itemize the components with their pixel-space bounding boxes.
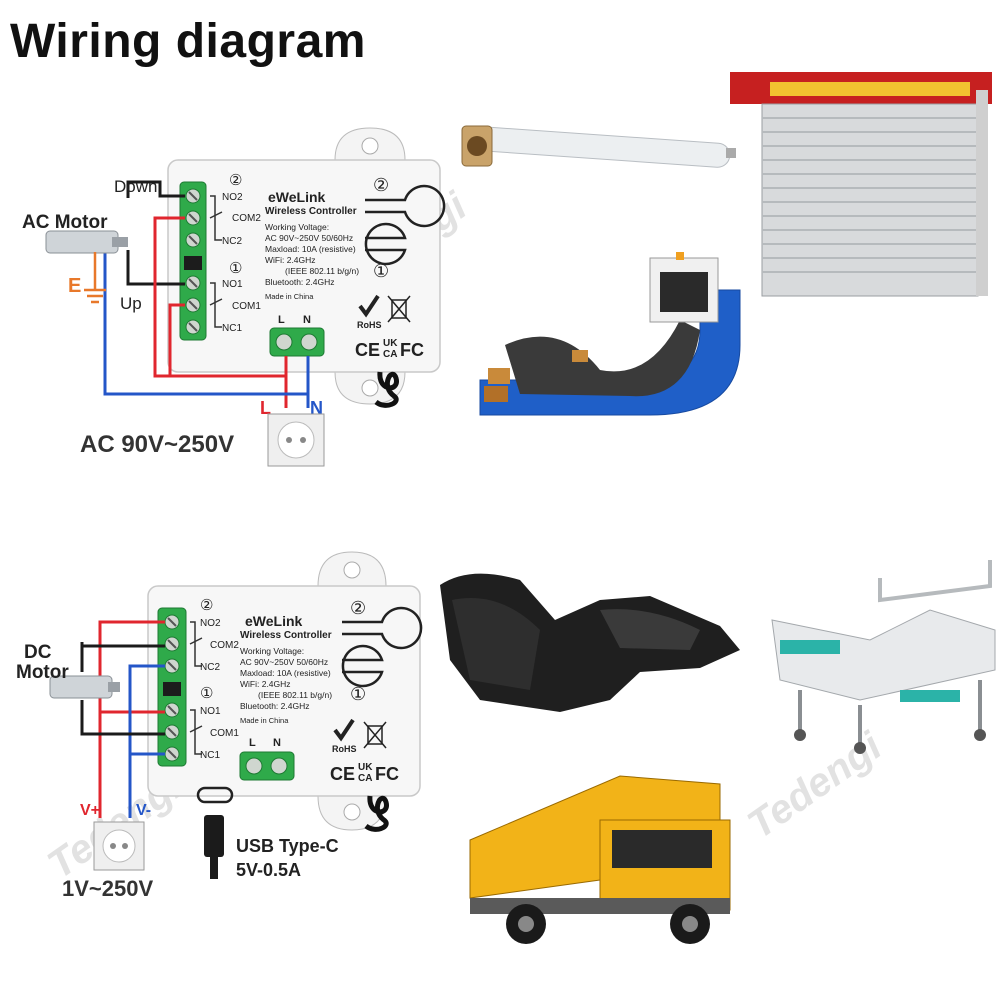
terminal-nc2: NC2 bbox=[200, 662, 220, 673]
maxload: Maxload: 10A (resistive) bbox=[240, 668, 331, 678]
page-title: Wiring diagram bbox=[10, 15, 366, 68]
dc-power-socket bbox=[93, 821, 145, 871]
ac-motor bbox=[45, 230, 128, 304]
brand-label: eWeLink bbox=[268, 189, 326, 205]
channel-1-button bbox=[341, 644, 384, 688]
made-in: Made in China bbox=[240, 716, 289, 725]
ce-mark: CE bbox=[330, 764, 355, 784]
neutral-label: N bbox=[310, 398, 323, 418]
fcc-mark: FC bbox=[400, 340, 424, 360]
ac-controller-module: ② ① NO2 COM2 NC2 NO1 COM1 NC1 eWeLink Wi… bbox=[167, 127, 446, 408]
antenna-icon bbox=[374, 371, 399, 408]
dc-motor-label-line2: Motor bbox=[16, 662, 69, 683]
tubular-motor-image bbox=[461, 125, 736, 168]
ukca-mark-ca: CA bbox=[383, 349, 397, 360]
terminal-no1: NO1 bbox=[222, 279, 243, 290]
antenna-icon bbox=[364, 795, 389, 832]
bluetooth: Bluetooth: 2.4GHz bbox=[240, 701, 309, 711]
watermark: Tedengi bbox=[740, 724, 890, 848]
ukca-mark: UK bbox=[358, 762, 373, 773]
bluetooth: Bluetooth: 2.4GHz bbox=[265, 277, 334, 287]
ce-mark: CE bbox=[355, 340, 380, 360]
ukca-mark-ca: CA bbox=[358, 773, 372, 784]
rohs-label: RoHS bbox=[357, 320, 382, 330]
ukca-mark: UK bbox=[383, 338, 398, 349]
terminal-nc2: NC2 bbox=[222, 236, 242, 247]
up-label: Up bbox=[120, 294, 142, 313]
vplus-label: V+ bbox=[80, 802, 100, 819]
usb-label: USB Type-C bbox=[236, 836, 339, 856]
fcc-mark: FC bbox=[375, 764, 399, 784]
dc-wiring bbox=[80, 620, 165, 818]
vminus-label: V- bbox=[136, 802, 151, 819]
wifi-standard: (IEEE 802.11 b/g/n) bbox=[258, 690, 332, 700]
power-terminal-l: L bbox=[249, 737, 256, 749]
terminal-nc1: NC1 bbox=[200, 750, 220, 761]
working-voltage: AC 90V~250V 50/60Hz bbox=[265, 233, 353, 243]
channel-1-label: ① bbox=[373, 261, 389, 281]
conveyor-image bbox=[479, 252, 741, 416]
ac-power-socket bbox=[267, 413, 325, 467]
usb-type-c-icon bbox=[196, 786, 234, 879]
rohs-check-icon bbox=[358, 294, 380, 318]
ac-motor-label: AC Motor bbox=[22, 212, 108, 233]
channel-1-label: ① bbox=[229, 260, 242, 277]
device-subtitle: Wireless Controller bbox=[240, 630, 332, 641]
channel-1-label: ① bbox=[350, 684, 366, 704]
terminal-nc1: NC1 bbox=[222, 323, 242, 334]
channel-2-button bbox=[365, 184, 446, 228]
wifi: WiFi: 2.4GHz bbox=[265, 255, 316, 265]
channel-2-label: ② bbox=[373, 175, 389, 195]
terminal-no1: NO1 bbox=[200, 706, 221, 717]
working-voltage-label: Working Voltage: bbox=[240, 646, 304, 656]
channel-2-label: ② bbox=[200, 597, 213, 614]
wifi-standard: (IEEE 802.11 b/g/n) bbox=[285, 266, 359, 276]
usb-spec: 5V-0.5A bbox=[236, 860, 301, 880]
weee-bin-icon bbox=[387, 295, 411, 323]
dc-controller-module: ② ① NO2 COM2 NC2 NO1 COM1 NC1 eWeLink Wi… bbox=[147, 551, 423, 832]
wifi: WiFi: 2.4GHz bbox=[240, 679, 291, 689]
rolling-shutter-image bbox=[730, 72, 992, 297]
power-terminal-n: N bbox=[303, 314, 311, 326]
dc-supply-label: 1V~250V bbox=[62, 876, 153, 901]
hospital-bed-image bbox=[771, 560, 996, 754]
rohs-label: RoHS bbox=[332, 744, 357, 754]
working-voltage: AC 90V~250V 50/60Hz bbox=[240, 657, 328, 667]
down-label: Down bbox=[114, 177, 157, 196]
terminal-no2: NO2 bbox=[222, 192, 243, 203]
power-terminal-l: L bbox=[278, 314, 285, 326]
brand-label: eWeLink bbox=[245, 613, 303, 629]
recliner-chair-image bbox=[440, 573, 740, 712]
made-in: Made in China bbox=[265, 292, 314, 301]
earth-label: E bbox=[68, 275, 81, 297]
ac-supply-label: AC 90V~250V bbox=[80, 431, 234, 458]
earth-icon bbox=[84, 252, 106, 304]
ac-wiring bbox=[103, 180, 310, 408]
rohs-check-icon bbox=[333, 718, 355, 742]
dump-truck-image bbox=[469, 775, 731, 944]
channel-2-label: ② bbox=[350, 598, 366, 618]
power-terminal-n: N bbox=[273, 737, 281, 749]
terminal-com2: COM2 bbox=[210, 640, 239, 651]
terminal-no2: NO2 bbox=[200, 618, 221, 629]
channel-2-label: ② bbox=[229, 172, 242, 189]
dc-motor bbox=[49, 675, 120, 699]
channel-1-label: ① bbox=[200, 685, 213, 702]
terminal-com1: COM1 bbox=[232, 301, 261, 312]
terminal-com2: COM2 bbox=[232, 213, 261, 224]
working-voltage-label: Working Voltage: bbox=[265, 222, 329, 232]
channel-1-button bbox=[364, 222, 407, 266]
terminal-com1: COM1 bbox=[210, 728, 239, 739]
device-subtitle: Wireless Controller bbox=[265, 206, 357, 217]
maxload: Maxload: 10A (resistive) bbox=[265, 244, 356, 254]
live-label: L bbox=[260, 398, 271, 418]
channel-2-button bbox=[342, 606, 423, 650]
weee-bin-icon bbox=[363, 721, 387, 749]
dc-motor-label-line1: DC bbox=[24, 642, 52, 663]
